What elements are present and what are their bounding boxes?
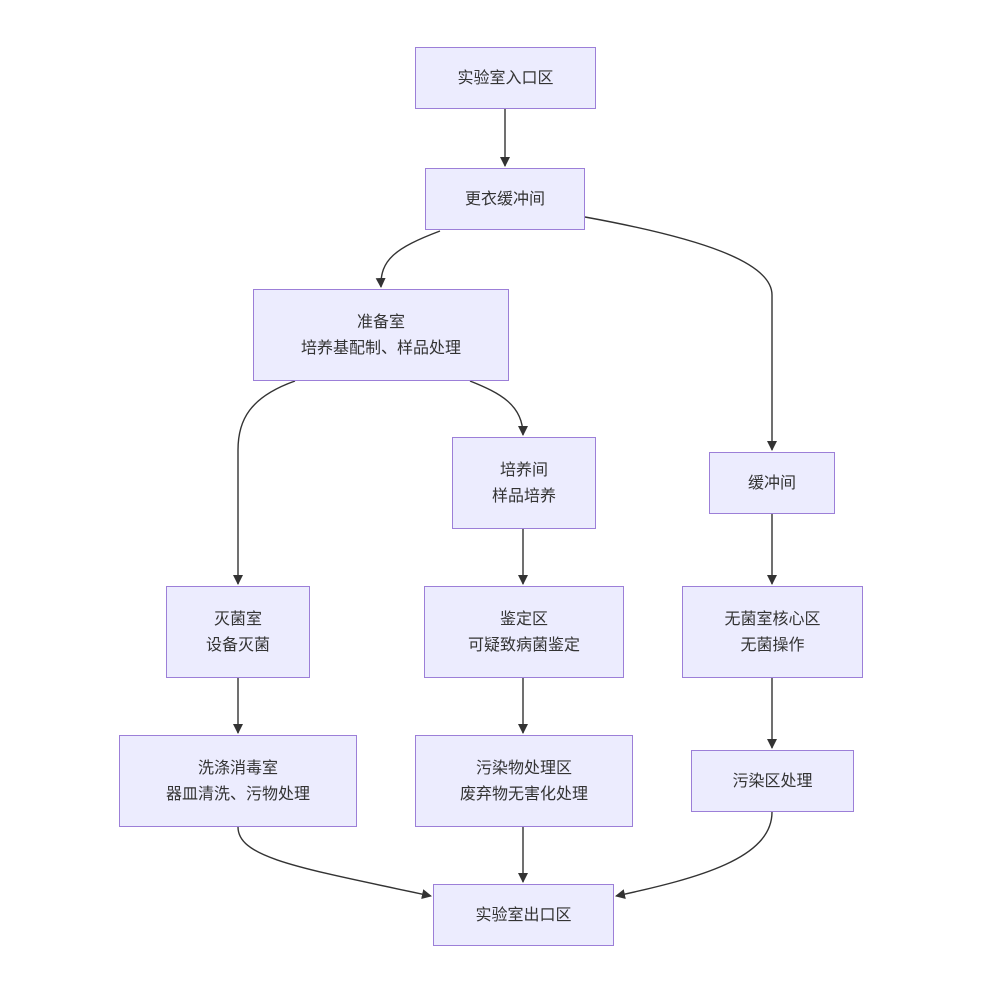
node-subtitle: 样品培养 <box>491 486 556 505</box>
node-title: 洗涤消毒室 <box>197 758 278 777</box>
node-sterilize: 灭菌室 设备灭菌 <box>166 586 310 678</box>
node-title: 实验室入口区 <box>457 68 554 87</box>
node-identify: 鉴定区 可疑致病菌鉴定 <box>424 586 624 678</box>
edge-changing-prep <box>375 230 441 288</box>
edge-contam-exit <box>615 811 773 900</box>
node-changing: 更衣缓冲间 <box>425 168 585 230</box>
node-subtitle: 废弃物无害化处理 <box>459 784 588 803</box>
node-title: 培养间 <box>499 460 548 479</box>
node-title: 鉴定区 <box>499 609 548 628</box>
node-subtitle: 设备灭菌 <box>205 635 270 654</box>
node-exit: 实验室出口区 <box>433 884 614 946</box>
node-contam: 污染区处理 <box>691 750 854 812</box>
node-aseptic: 无菌室核心区 无菌操作 <box>682 586 863 678</box>
node-title: 灭菌室 <box>213 609 262 628</box>
node-title: 污染区处理 <box>732 771 813 790</box>
node-subtitle: 可疑致病菌鉴定 <box>467 635 580 654</box>
node-subtitle: 无菌操作 <box>740 635 805 654</box>
node-entrance: 实验室入口区 <box>415 47 596 109</box>
node-wash: 洗涤消毒室 器皿清洗、污物处理 <box>119 735 357 827</box>
node-title: 缓冲间 <box>747 473 796 492</box>
edge-prep-culture <box>469 380 528 436</box>
node-culture: 培养间 样品培养 <box>452 437 596 529</box>
node-prep: 准备室 培养基配制、样品处理 <box>253 289 509 381</box>
edge-prep-sterilize <box>233 380 296 585</box>
node-title: 准备室 <box>356 312 405 331</box>
node-title: 更衣缓冲间 <box>464 189 545 208</box>
edge-changing-buffer <box>584 216 777 451</box>
node-subtitle: 器皿清洗、污物处理 <box>165 784 310 803</box>
node-waste: 污染物处理区 废弃物无害化处理 <box>415 735 633 827</box>
node-subtitle: 培养基配制、样品处理 <box>300 338 461 357</box>
node-title: 实验室出口区 <box>475 905 572 924</box>
edge-wash-exit <box>237 826 432 900</box>
node-buffer: 缓冲间 <box>709 452 835 514</box>
node-title: 污染物处理区 <box>475 758 572 777</box>
node-title: 无菌室核心区 <box>724 609 821 628</box>
